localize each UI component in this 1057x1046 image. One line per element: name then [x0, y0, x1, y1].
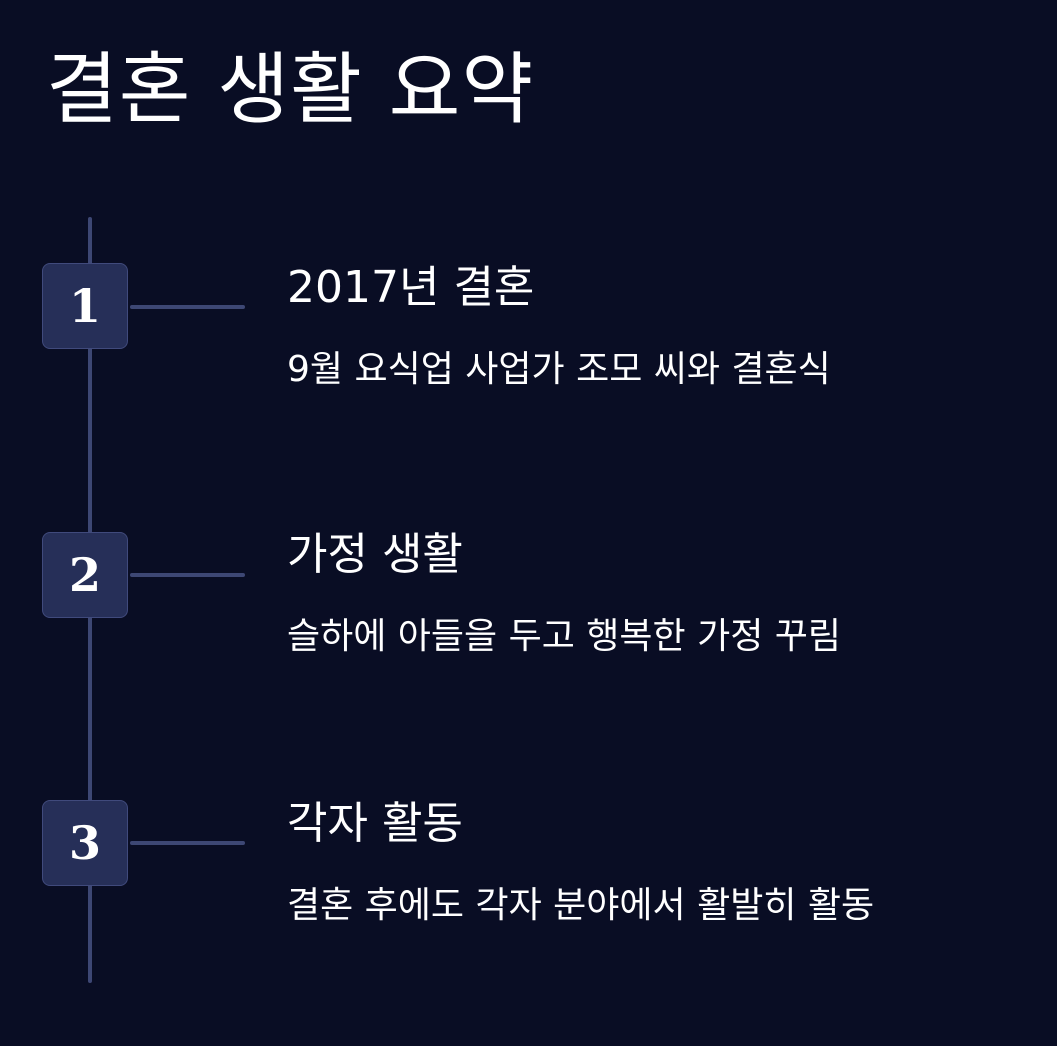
timeline-step-3: 3 각자 활동 결혼 후에도 각자 분야에서 활발히 활동	[0, 0, 1057, 926]
step-description: 슬하에 아들을 두고 행복한 가정 꾸림	[287, 616, 842, 657]
step-connector	[130, 305, 245, 309]
step-description: 9월 요식업 사업가 조모 씨와 결혼식	[287, 349, 831, 390]
step-heading: 가정 생활	[287, 529, 463, 580]
step-number-badge: 3	[42, 800, 128, 886]
step-connector	[130, 573, 245, 577]
timeline-step-2: 2 가정 생활 슬하에 아들을 두고 행복한 가정 꾸림	[0, 0, 1057, 657]
step-number-badge: 1	[42, 263, 128, 349]
step-heading: 2017년 결혼	[287, 262, 535, 313]
step-number-badge: 2	[42, 532, 128, 618]
step-heading: 각자 활동	[287, 798, 463, 849]
step-connector	[130, 841, 245, 845]
page-title: 결혼 생활 요약	[46, 45, 535, 135]
step-description: 결혼 후에도 각자 분야에서 활발히 활동	[287, 885, 875, 926]
timeline-step-1: 1 2017년 결혼 9월 요식업 사업가 조모 씨와 결혼식	[0, 0, 1057, 390]
